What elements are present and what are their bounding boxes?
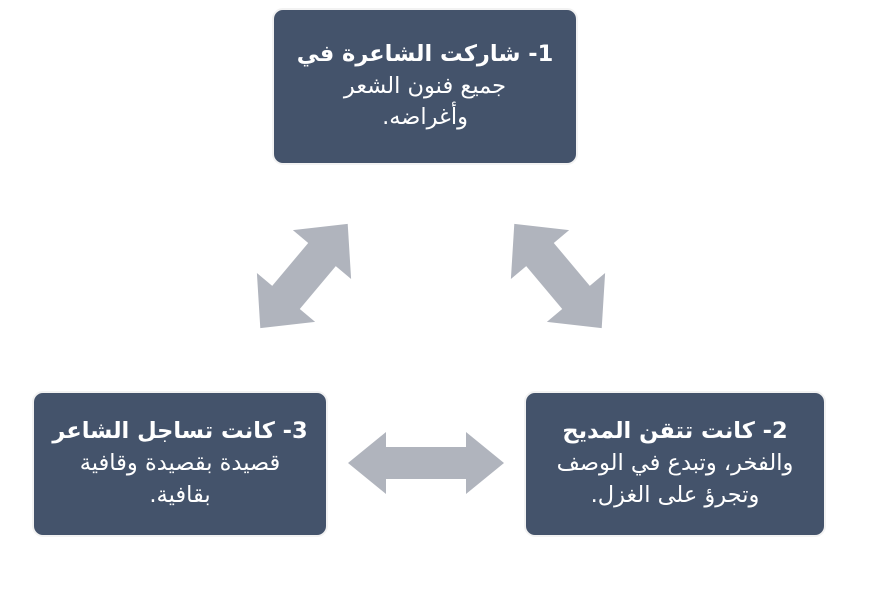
node-1-lead: 1- شاركت الشاعرة في bbox=[296, 40, 554, 67]
node-2-rest: والفخر، وتبدع في الوصف وتجرؤ على الغزل. bbox=[556, 450, 794, 508]
node-2-text: 2- كانت تتقن المديح والفخر، وتبدع في الو… bbox=[538, 416, 812, 512]
diagram-node-2[interactable]: 2- كانت تتقن المديح والفخر، وتبدع في الو… bbox=[524, 391, 826, 537]
node-1-text: 1- شاركت الشاعرة في جميع فنون الشعر وأغر… bbox=[286, 39, 564, 135]
node-2-lead: 2- كانت تتقن المديح bbox=[562, 418, 788, 445]
node-1-rest: جميع فنون الشعر وأغراضه. bbox=[343, 72, 507, 131]
node-3-text: 3- كانت تساجل الشاعر قصيدة بقصيدة وقافية… bbox=[46, 416, 314, 512]
double-arrow-diagonal-up-right-icon bbox=[228, 196, 380, 356]
diagram-node-1[interactable]: 1- شاركت الشاعرة في جميع فنون الشعر وأغر… bbox=[272, 8, 578, 165]
node-3-lead: 3- كانت تساجل الشاعر bbox=[52, 418, 308, 445]
node-3-rest: قصيدة بقصيدة وقافية بقافية. bbox=[79, 450, 281, 508]
double-arrow-horizontal-icon bbox=[344, 430, 508, 496]
double-arrow-diagonal-down-right-icon bbox=[482, 196, 634, 356]
diagram-node-3[interactable]: 3- كانت تساجل الشاعر قصيدة بقصيدة وقافية… bbox=[32, 391, 328, 537]
